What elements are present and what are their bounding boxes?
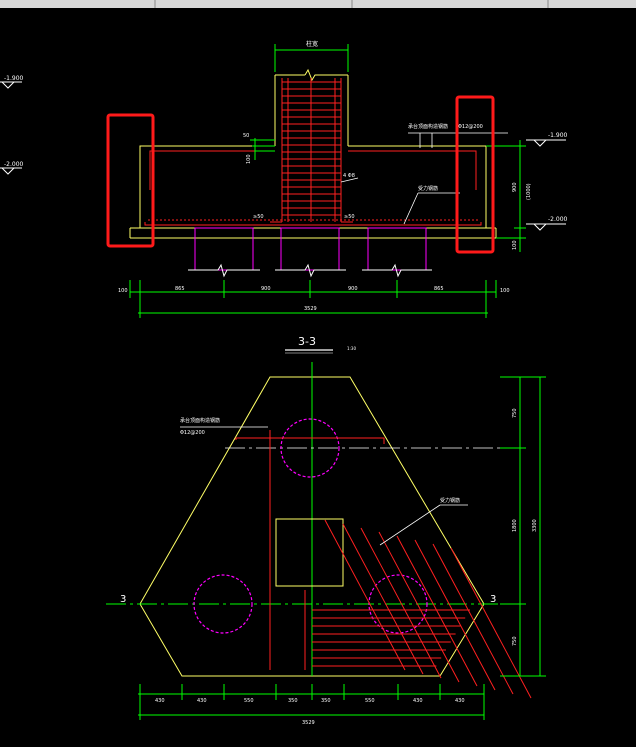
- left-level-top: -1.900: [4, 75, 24, 82]
- top-toolbar-strip: [0, 0, 636, 8]
- right-level-bottom: -2.000: [548, 216, 568, 223]
- dim-depth: 900: [512, 182, 518, 192]
- plan-right-total: 3300: [532, 519, 538, 532]
- cut-mark-right: 3: [490, 594, 496, 605]
- plan-main-rebar-label: 受力钢筋: [440, 497, 460, 504]
- dim-bottom-100: 100: [512, 240, 518, 250]
- elev-total-width: 3529: [304, 306, 317, 312]
- plan-section: 承台顶面构造钢筋 Φ12@200 受力钢筋 3 3 750 1800 750 3…: [106, 362, 546, 726]
- elevation-view: -1.900 -2.000 柱宽: [0, 40, 568, 318]
- piles-plan: [193, 418, 428, 634]
- main-rebar-line: [378, 531, 460, 683]
- main-rebar-hatch: [312, 519, 532, 699]
- plan-tie-rebar-label: 承台顶面构造钢筋: [180, 417, 220, 424]
- right-level-top: -1.900: [548, 132, 568, 139]
- column-width-dim: [274, 44, 349, 72]
- cut-mark-left: 3: [120, 594, 126, 605]
- plan-dim-3: 550: [244, 698, 254, 704]
- tie-rebar-label: 承台顶面构造钢筋: [408, 123, 448, 130]
- plan-right-dim-1: 750: [512, 408, 518, 418]
- plan-dim-1: 430: [155, 698, 165, 704]
- left-level-marks: [0, 81, 22, 175]
- section-title: 3-3: [298, 335, 316, 348]
- dim-depth-paren: (1000): [526, 183, 532, 200]
- plan-dim-5: 350: [321, 698, 331, 704]
- plan-tie-rebar: [235, 430, 385, 670]
- highlight-box-left: [106, 113, 155, 248]
- elev-dim-5: 865: [434, 286, 444, 292]
- stirrup-label: 4 Φ8: [343, 173, 355, 179]
- main-rebar-line: [432, 543, 514, 695]
- main-rebar-line: [396, 535, 478, 687]
- plan-right-dim-3: 750: [512, 636, 518, 646]
- column-stirrups: [282, 81, 341, 216]
- plan-bottom-dims: [138, 684, 485, 720]
- elev-dim-3: 900: [261, 286, 271, 292]
- main-rebar-line: [414, 539, 496, 691]
- pile-breaks: [188, 263, 432, 278]
- cap-top-rebar: [144, 150, 482, 226]
- highlight-box-right: [455, 95, 495, 254]
- elevation-bottom-dims: [129, 280, 497, 318]
- elev-dim-6: 100: [500, 288, 510, 294]
- main-rebar-label: 受力钢筋: [418, 185, 438, 192]
- plan-dim-8: 430: [455, 698, 465, 704]
- left-level-bottom: -2.000: [4, 161, 24, 168]
- plan-tie-rebar-spec: Φ12@200: [180, 430, 205, 436]
- plan-dim-2: 430: [197, 698, 207, 704]
- section-scale: 1:30: [347, 346, 356, 351]
- column-footprint: [275, 518, 344, 587]
- plan-right-dim-2: 1800: [512, 519, 518, 532]
- plan-total-width: 3529: [302, 720, 315, 726]
- main-rebar-line: [342, 523, 424, 675]
- plan-dim-7: 430: [413, 698, 423, 704]
- dim-100: 100: [246, 154, 252, 164]
- plan-right-dims: [500, 376, 546, 677]
- pile-cap-outline: [129, 145, 497, 239]
- anchor-left-label: ≥50: [253, 214, 264, 220]
- tie-rebar-spec: Φ12@200: [458, 124, 483, 130]
- column-outline: [274, 68, 349, 146]
- main-rebar-line: [450, 547, 532, 699]
- plan-dim-6: 550: [365, 698, 375, 704]
- main-rebar-line: [360, 527, 442, 679]
- main-rebar-line: [324, 519, 406, 671]
- piles-elevation: [194, 227, 427, 271]
- column-width-label: 柱宽: [306, 40, 318, 48]
- elev-dim-2: 865: [175, 286, 185, 292]
- column-rebar-cage: [270, 78, 353, 223]
- plan-dim-4: 350: [288, 698, 298, 704]
- elev-dim-1: 100: [118, 288, 128, 294]
- elev-dim-4: 900: [348, 286, 358, 292]
- anchor-right-label: ≥50: [344, 214, 355, 220]
- dim-50: 50: [243, 133, 249, 139]
